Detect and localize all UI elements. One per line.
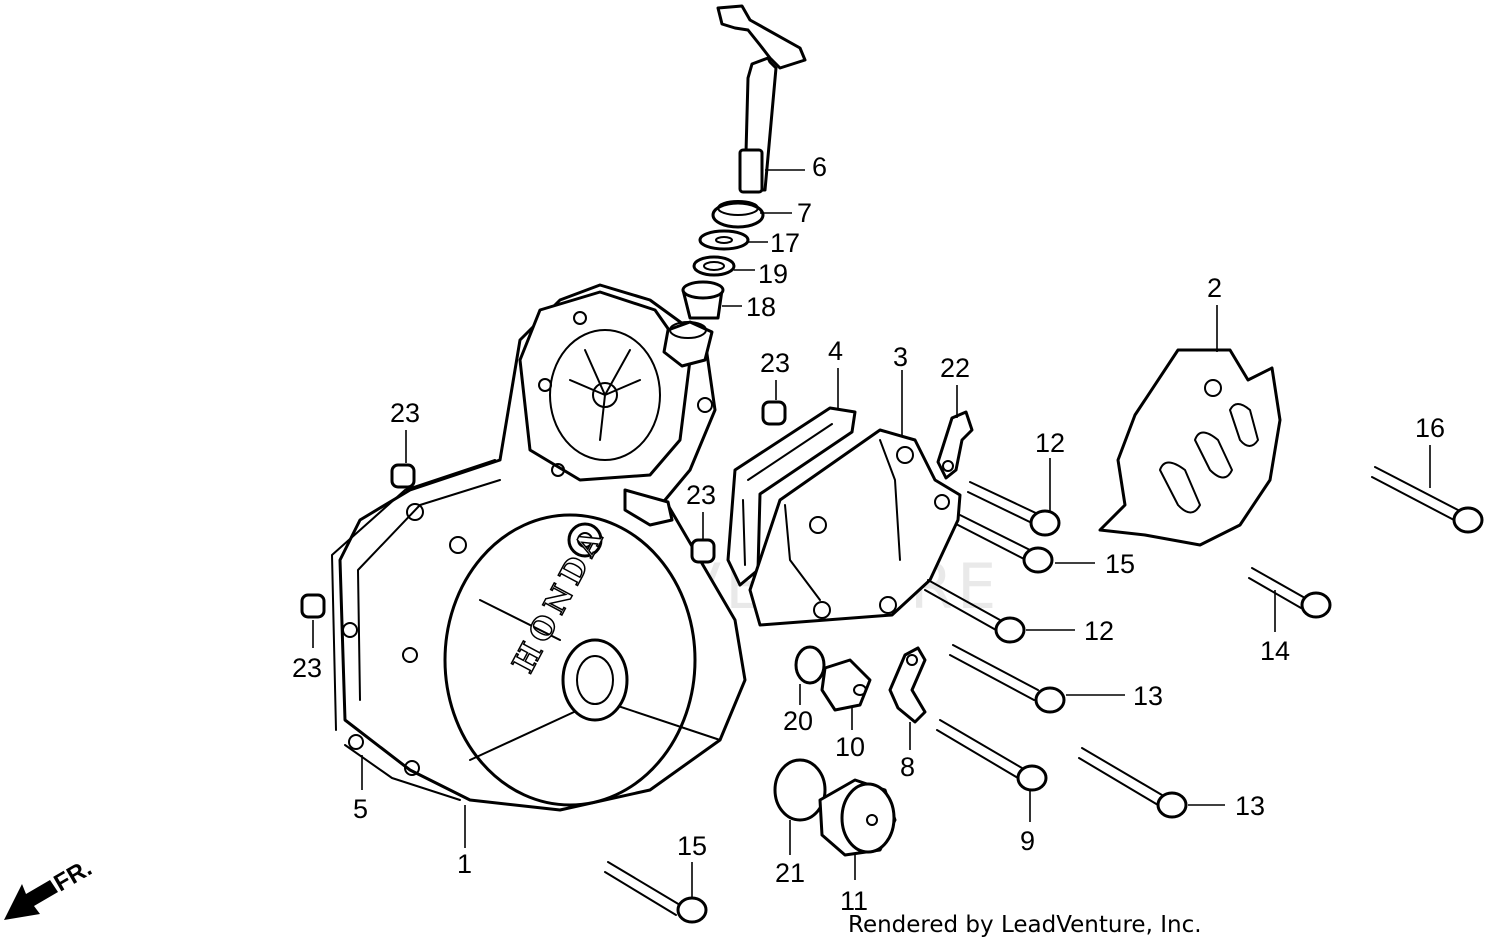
callout-23-center: 23: [760, 348, 790, 378]
callout-23-upper-left: 23: [390, 398, 420, 428]
bolt-13-lower: [1078, 747, 1188, 819]
bolt-12-lower: [924, 579, 1026, 644]
callout-10: 10: [835, 732, 865, 762]
front-arrow-icon: [4, 880, 58, 920]
render-credit: Rendered by LeadVenture, Inc.: [848, 912, 1202, 938]
left-crankcase-cover: HONDA: [338, 283, 747, 812]
sprocket-cover: [748, 428, 962, 627]
callout-19: 19: [758, 259, 788, 289]
callout-13-upper: 13: [1133, 681, 1163, 711]
bolt-13-upper: [949, 644, 1066, 714]
leader-lines: [312, 169, 1431, 897]
callout-22: 22: [940, 353, 970, 383]
dowel-pins: [300, 400, 787, 619]
wire-clamp: [936, 410, 974, 480]
cover-gasket: [331, 459, 496, 801]
callout-3: 3: [893, 342, 908, 372]
callout-15-right: 15: [1105, 549, 1135, 579]
callout-23-left: 23: [292, 653, 322, 683]
callout-17: 17: [770, 228, 800, 258]
check-bolt: [820, 658, 872, 712]
callout-7: 7: [797, 198, 812, 228]
callout-8: 8: [900, 752, 915, 782]
bolt-15-right: [957, 514, 1054, 574]
callout-4: 4: [828, 336, 843, 366]
sprocket-cover-gasket: [726, 406, 857, 587]
callout-13-lower: 13: [1235, 791, 1265, 821]
callout-2: 2: [1207, 273, 1222, 303]
mechanical-seal: [692, 255, 736, 277]
callout-9: 9: [1020, 826, 1035, 856]
callout-6: 6: [812, 152, 827, 182]
front-direction-indicator: FR.: [4, 854, 96, 920]
timing-hole-cap: [818, 778, 897, 857]
bolt-12-upper: [967, 481, 1061, 537]
callout-21: 21: [775, 858, 805, 888]
bolt-16: [1371, 466, 1484, 534]
callout-16: 16: [1415, 413, 1445, 443]
cable-clamp: [888, 646, 927, 724]
callout-14: 14: [1260, 636, 1290, 666]
callout-12-upper: 12: [1035, 428, 1065, 458]
callout-labels: 6 7 17 19 18 2 16 4 3 22 23 23 23 23 12 …: [292, 152, 1445, 916]
bolt-14: [1248, 567, 1332, 619]
callout-11: 11: [840, 886, 868, 916]
callout-12-lower: 12: [1084, 616, 1114, 646]
o-ring-small: [794, 645, 826, 685]
oil-seal: [711, 200, 765, 229]
callout-5: 5: [353, 794, 368, 824]
callout-20: 20: [783, 706, 813, 736]
callout-1: 1: [457, 849, 472, 879]
needle-bearing: [681, 280, 725, 320]
bolt-15-bottom: [604, 861, 708, 924]
callout-23-lower-center: 23: [686, 480, 716, 510]
bolt-9: [936, 719, 1048, 792]
o-ring-large: [773, 758, 827, 822]
drive-sprocket-guard: [1098, 348, 1282, 547]
water-pump-shaft: [716, 4, 807, 194]
washer: [698, 229, 750, 251]
callout-18: 18: [746, 292, 776, 322]
callout-15-bottom: 15: [677, 831, 707, 861]
